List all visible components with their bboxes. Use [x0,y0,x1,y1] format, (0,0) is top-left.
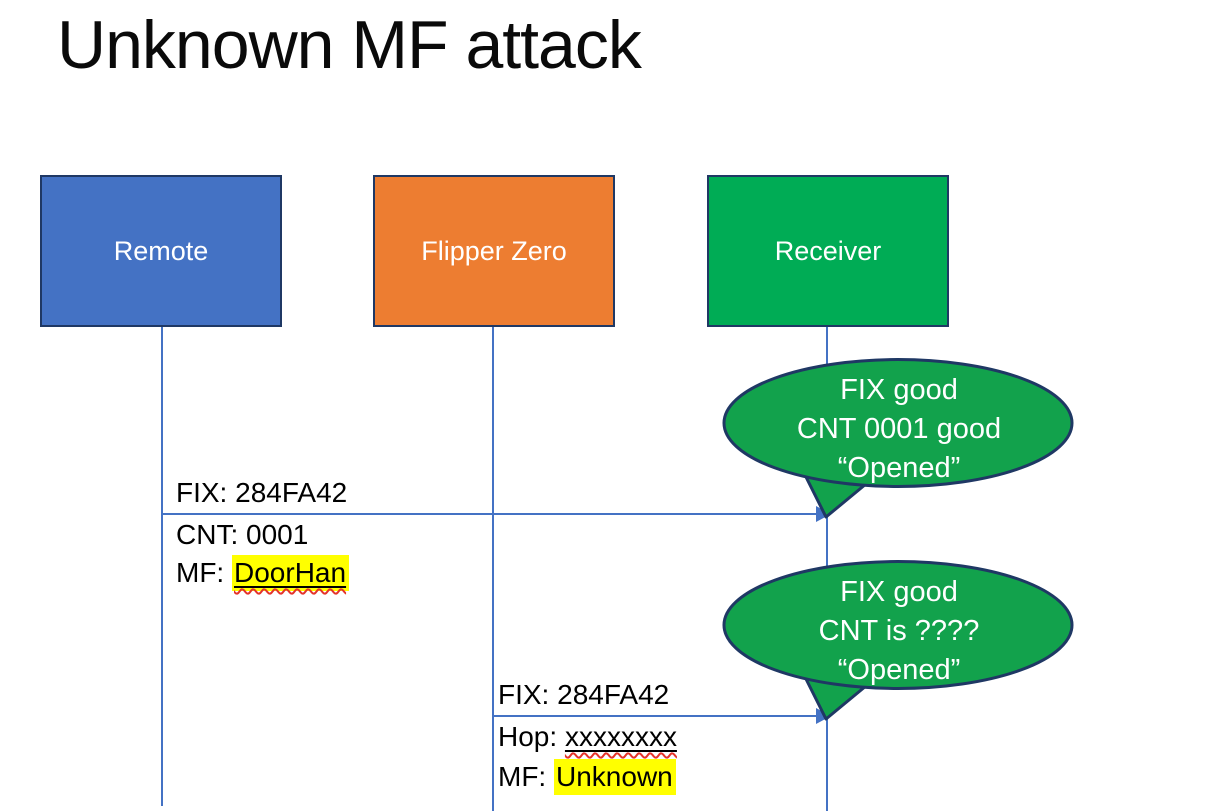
actor-label-remote: Remote [113,235,209,266]
message2-arrow-line [493,715,816,717]
actor-label-receiver: Receiver [774,235,882,266]
actor-box-remote: Remote [40,175,282,327]
speech-bubble-2-text: FIX good CNT is ???? “Opened” [720,573,1078,690]
lifeline-remote [161,327,163,806]
bubble-line: “Opened” [837,654,961,686]
highlighted-text: Unknown [554,759,676,795]
bubble-line: FIX good [840,576,958,608]
lifeline-flipper-zero [492,327,494,811]
message2-fix-label: FIX: 284FA42 [498,679,670,710]
speech-bubble-1: FIX good CNT 0001 good “Opened” [720,357,1078,525]
underlined-text: xxxxxxxx [564,721,677,752]
message1-cnt-label: CNT: 0001 [176,519,309,550]
message1-fix-label: FIX: 284FA42 [176,477,348,508]
speech-bubble-1-text: FIX good CNT 0001 good “Opened” [720,371,1078,488]
speech-bubble-2: FIX good CNT is ???? “Opened” [720,559,1078,727]
message2-mf-label: MF: Unknown [498,759,676,795]
message1-arrow-line [162,513,816,515]
highlighted-text: DoorHan [232,555,350,591]
bubble-line: “Opened” [837,452,961,484]
bubble-line: CNT 0001 good [796,413,1002,445]
actor-box-flipper-zero: Flipper Zero [373,175,615,327]
actor-box-receiver: Receiver [707,175,949,327]
message1-mf-label: MF: DoorHan [176,555,350,591]
speech-bubble-shape [722,358,1074,519]
page-title: Unknown MF attack [57,7,642,83]
bubble-line: CNT is ???? [818,615,980,647]
actor-label-flipper-zero: Flipper Zero [421,235,567,266]
bubble-line: FIX good [840,374,958,406]
message2-hop-label: Hop: xxxxxxxx [498,721,677,752]
speech-bubble-shape [722,560,1074,721]
